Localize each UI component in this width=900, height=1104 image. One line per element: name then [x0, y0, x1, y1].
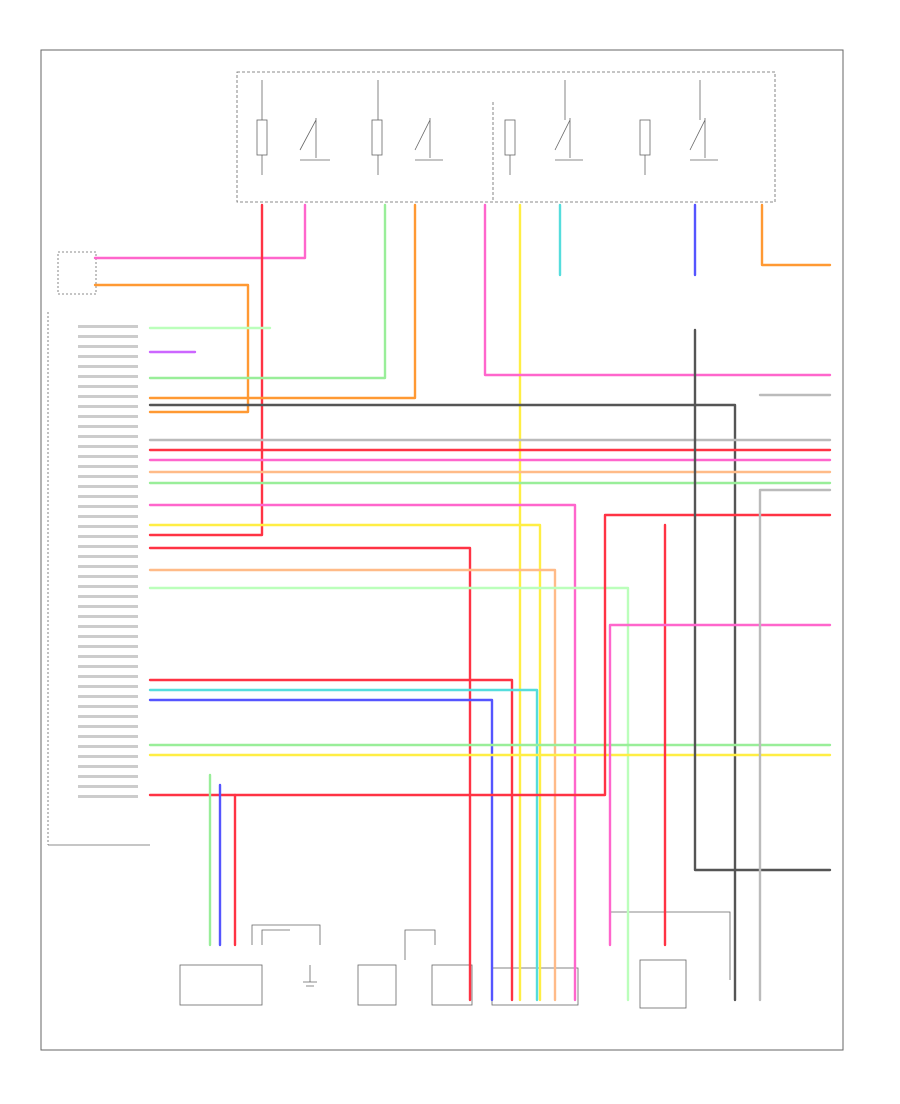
wire-lgray-37 [758, 488, 832, 1002]
relay-4 [639, 80, 718, 175]
pin-label-placeholder [78, 545, 138, 548]
relay-switch-icon [554, 118, 583, 161]
pin-label-placeholder [78, 755, 138, 758]
pin-label-placeholder [78, 725, 138, 728]
wire-gray-34 [693, 328, 832, 872]
pin-label-placeholder [78, 395, 138, 398]
relay-feed-line [644, 80, 701, 175]
pin-label-placeholder [78, 735, 138, 738]
pin-label-placeholder [78, 325, 138, 328]
pin-label-placeholder [78, 635, 138, 638]
wire-gray-13 [148, 403, 737, 1002]
pin-label-placeholder [78, 335, 138, 338]
pin-label-placeholder [78, 695, 138, 698]
pin-label-placeholder [78, 445, 138, 448]
pin-label-placeholder [78, 575, 138, 578]
pin-label-placeholder [78, 705, 138, 708]
pin-label-placeholder [78, 615, 138, 618]
pin-label-placeholder [78, 565, 138, 568]
pin-label-placeholder [78, 605, 138, 608]
bottom-components [179, 911, 731, 1009]
pin-label-placeholder [78, 485, 138, 488]
diagram-labels [78, 325, 138, 798]
wire-cyan-25 [148, 688, 539, 1002]
wire-orange-5 [148, 203, 417, 400]
wire-yellow-20 [148, 523, 542, 1002]
pin-label-placeholder [78, 515, 138, 518]
pin-label-placeholder [78, 365, 138, 368]
wire-red-21 [148, 546, 472, 1002]
component-connector-5 [639, 959, 687, 1009]
relay-1 [256, 80, 330, 175]
relay-coil-icon [256, 119, 268, 156]
pin-label-placeholder [78, 795, 138, 798]
pin-label-placeholder [78, 715, 138, 718]
relay-switch-icon [414, 118, 443, 161]
wiring-harness [93, 203, 832, 1002]
component-connector-1 [179, 964, 263, 1006]
pin-label-placeholder [78, 505, 138, 508]
pin-label-placeholder [78, 585, 138, 588]
relay-box-outline [236, 71, 776, 203]
pin-label-placeholder [78, 455, 138, 458]
pin-label-placeholder [78, 685, 138, 688]
pin-label-placeholder [78, 355, 138, 358]
relay-coil-icon [371, 119, 383, 156]
relay-coil-icon [504, 119, 516, 156]
pin-label-placeholder [78, 595, 138, 598]
pin-label-placeholder [78, 665, 138, 668]
component-connector-2 [357, 964, 397, 1006]
pin-label-placeholder [78, 625, 138, 628]
pin-label-placeholder [78, 475, 138, 478]
component-connector-4 [491, 967, 579, 1006]
diagram-structure [47, 71, 776, 846]
switch-box-left [57, 251, 97, 295]
pin-label-placeholder [78, 535, 138, 538]
wire-orange-2 [93, 283, 250, 414]
relay-switch-icon [299, 118, 330, 161]
wire-red-24 [148, 678, 514, 1002]
pin-label-placeholder [78, 435, 138, 438]
wire-red-3 [148, 203, 264, 537]
pin-label-placeholder [78, 555, 138, 558]
wire-pink-1 [93, 203, 307, 260]
wire-lgreen-23 [148, 586, 630, 1002]
pin-label-placeholder [78, 495, 138, 498]
pin-label-placeholder [78, 675, 138, 678]
pin-label-placeholder [78, 775, 138, 778]
pin-label-placeholder [78, 425, 138, 428]
wire-pink-19 [148, 503, 577, 1002]
pin-label-placeholder [78, 415, 138, 418]
wire-red-29 [148, 513, 832, 797]
component-feed-lines [251, 911, 731, 980]
relay-feed-line [509, 80, 566, 175]
diagram-frame [40, 49, 844, 1051]
relay-coil-icon [639, 119, 651, 156]
wire-peach-22 [148, 568, 557, 1002]
pin-label-placeholder [78, 345, 138, 348]
relay-switch-icon [689, 118, 718, 161]
ground-icon-1 [303, 965, 317, 987]
wire-pink-36 [608, 623, 832, 947]
relay-3 [504, 80, 583, 175]
wire-blue-26 [148, 698, 494, 1002]
pin-label-placeholder [78, 655, 138, 658]
pin-label-placeholder [78, 465, 138, 468]
pin-label-placeholder [78, 385, 138, 388]
pin-label-placeholder [78, 405, 138, 408]
wire-pink-7 [483, 203, 832, 377]
pin-label-placeholder [78, 765, 138, 768]
component-connector-3 [431, 964, 473, 1006]
pin-label-placeholder [78, 645, 138, 648]
pin-label-placeholder [78, 525, 138, 528]
pin-label-placeholder [78, 745, 138, 748]
relay-2 [371, 80, 443, 175]
wire-green-4 [148, 203, 387, 380]
wire-orange-10 [760, 203, 832, 267]
pin-label-placeholder [78, 785, 138, 788]
pin-label-placeholder [78, 375, 138, 378]
